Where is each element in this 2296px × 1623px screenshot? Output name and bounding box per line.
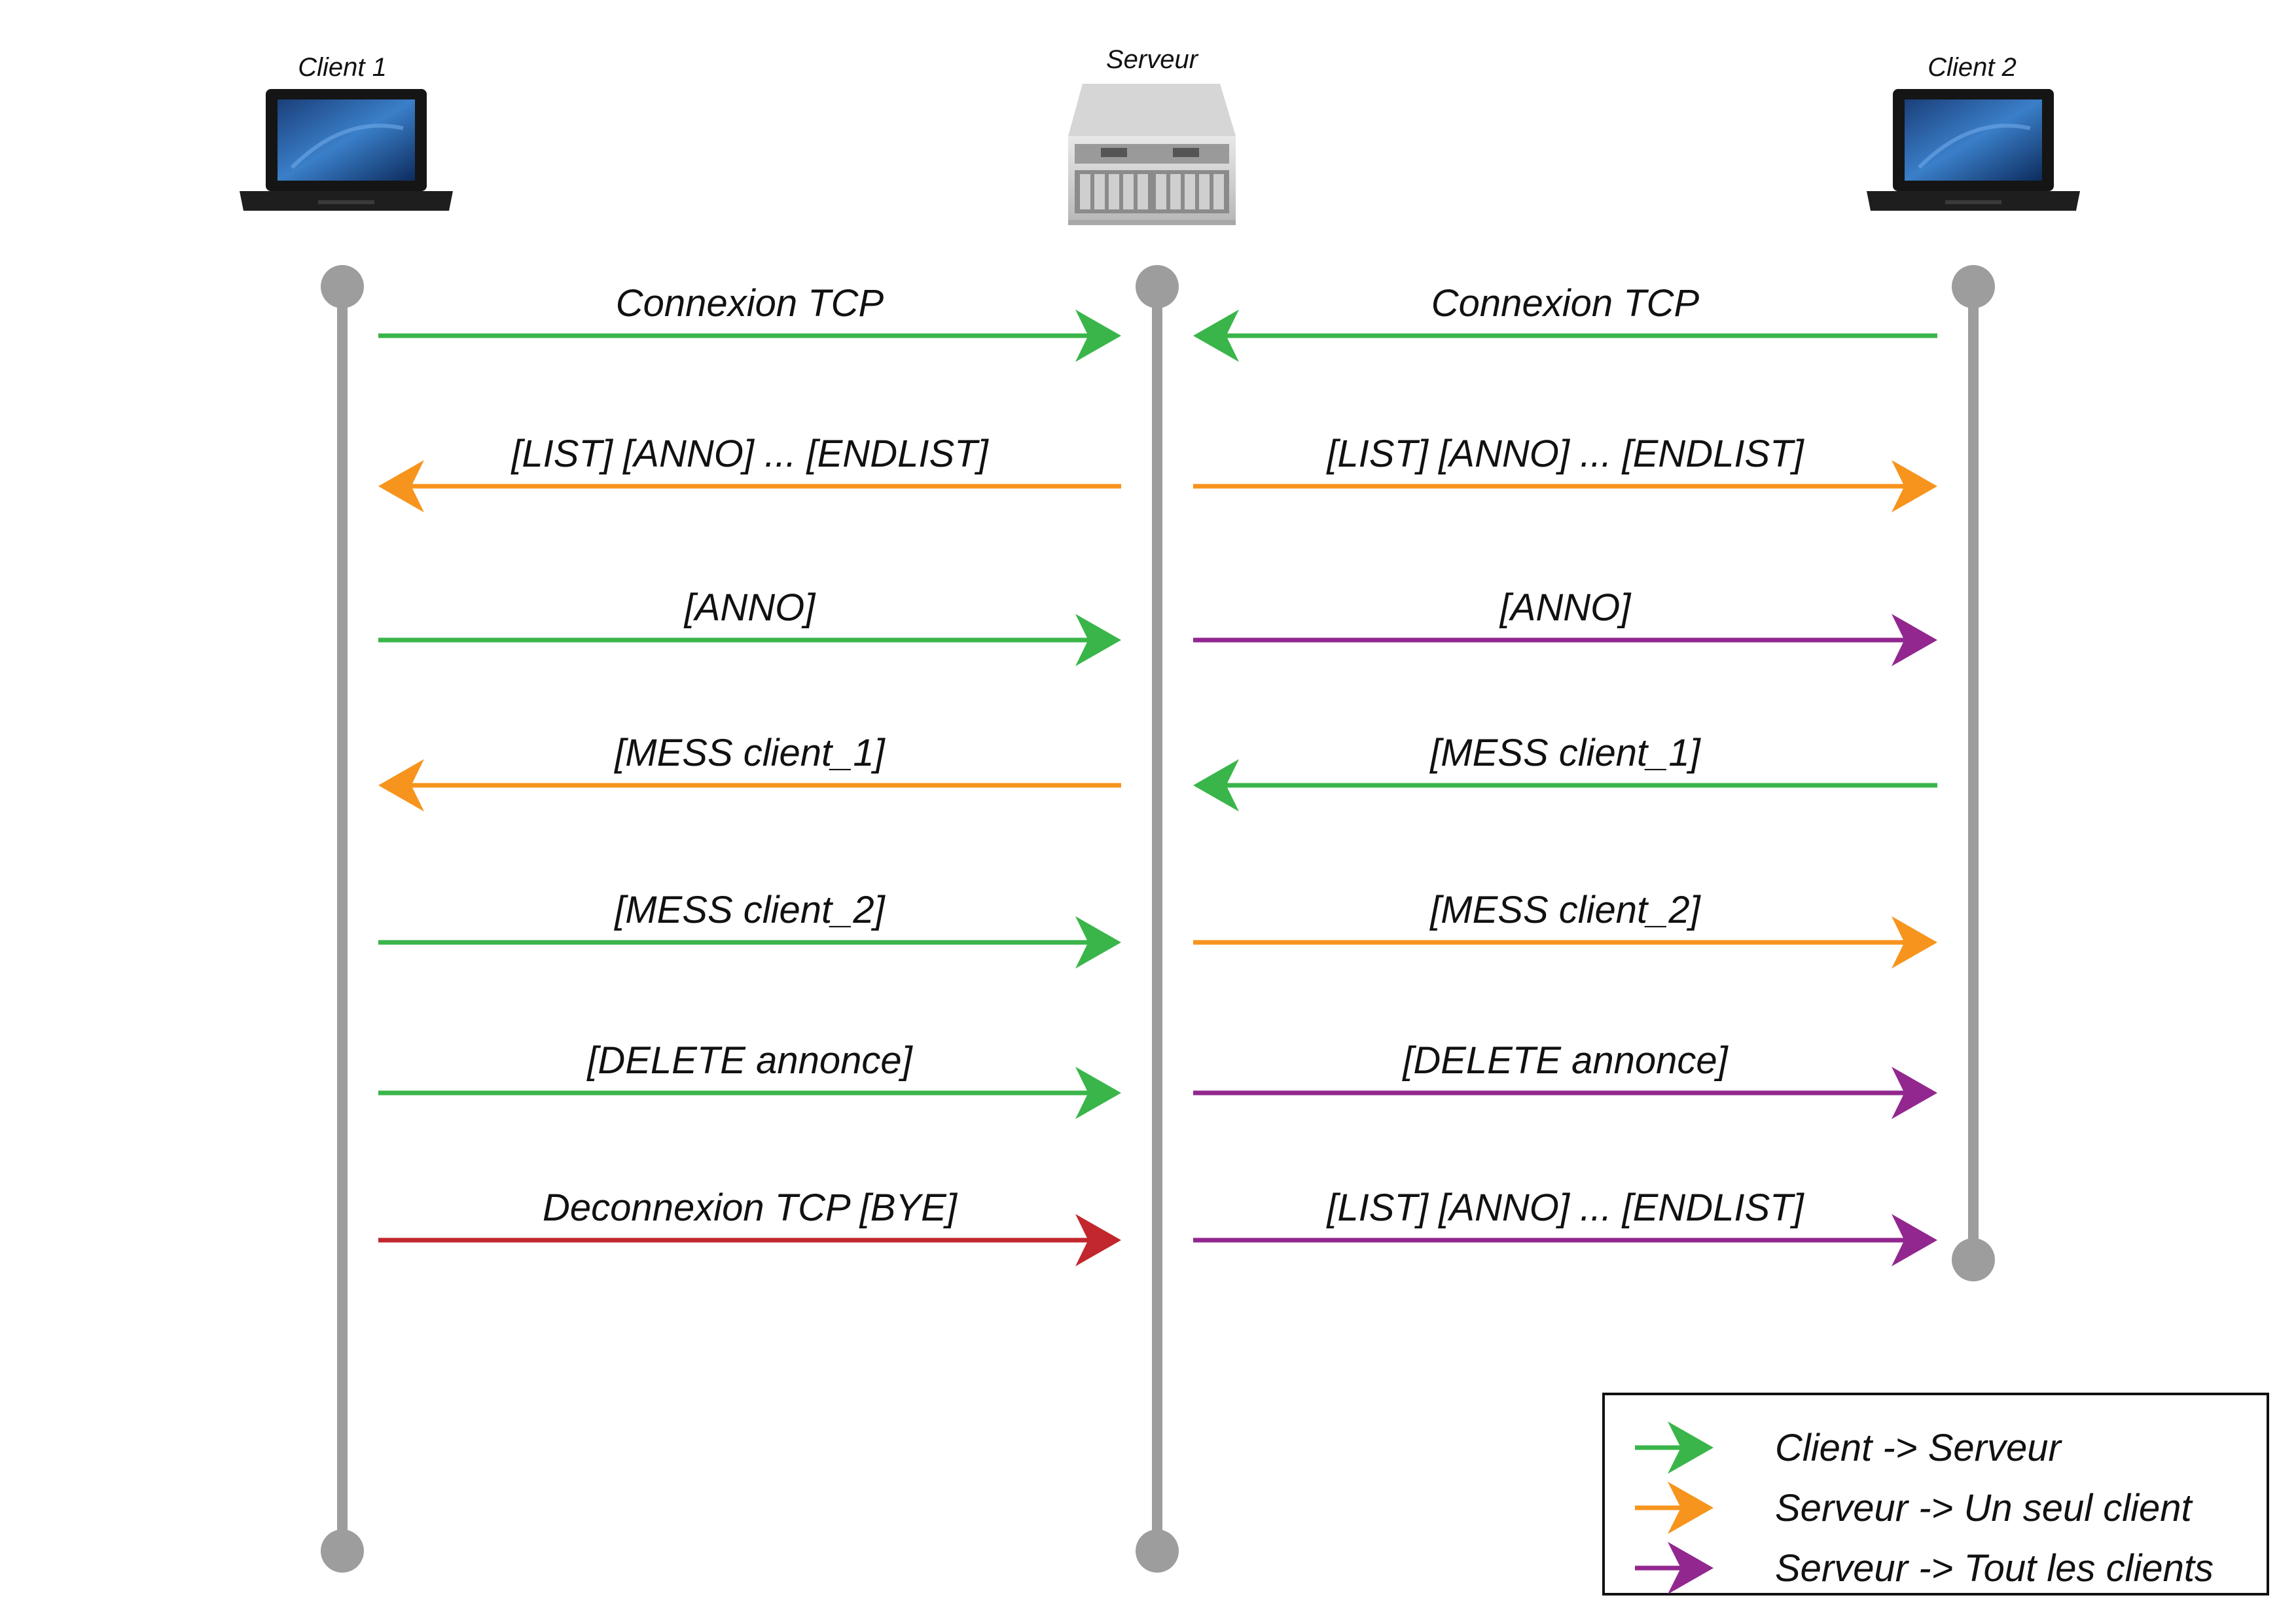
legend-item: Serveur -> Tout les clients xyxy=(1635,1542,2214,1594)
message-label: [LIST] [ANNO] ... [ENDLIST] xyxy=(1325,1186,1804,1229)
message-label: [MESS client_1] xyxy=(1429,732,1702,774)
legend-label: Serveur -> Un seul client xyxy=(1775,1487,2194,1529)
legend-item: Client -> Serveur xyxy=(1635,1421,2062,1474)
message-label: [LIST] [ANNO] ... [ENDLIST] xyxy=(510,433,989,475)
message-label: Deconnexion TCP [BYE] xyxy=(543,1186,958,1229)
message-arrow-head xyxy=(1892,460,1937,512)
client2-lifeline xyxy=(1952,265,1995,1281)
message-arrow-head xyxy=(1193,310,1239,362)
message-label: [MESS client_2] xyxy=(613,889,886,931)
client1-lifeline xyxy=(321,265,364,1573)
legend-label: Serveur -> Tout les clients xyxy=(1775,1547,2214,1590)
server-label: Serveur xyxy=(1106,45,1199,74)
client1-label: Client 1 xyxy=(298,53,387,82)
message-arrow-head xyxy=(1075,916,1121,969)
message-label: [ANNO] xyxy=(683,586,817,629)
message-arrow-head xyxy=(1075,1214,1121,1266)
message-arrow: [ANNO] xyxy=(1193,586,1937,666)
message-arrow-head xyxy=(1075,1067,1121,1119)
message-arrow-head xyxy=(1193,759,1239,812)
message-arrow: [MESS client_1] xyxy=(378,732,1121,812)
message-arrow: [ANNO] xyxy=(378,586,1121,666)
legend-arrow-head xyxy=(1668,1542,1713,1594)
laptop-icon xyxy=(240,89,453,211)
message-arrow-head xyxy=(1075,614,1121,666)
message-label: [MESS client_2] xyxy=(1429,889,1702,931)
server-lifeline xyxy=(1136,265,1179,1573)
lifeline-start-dot xyxy=(1136,265,1179,308)
message-arrow: Deconnexion TCP [BYE] xyxy=(378,1186,1121,1266)
lifeline-start-dot xyxy=(321,265,364,308)
message-label: [DELETE annonce] xyxy=(586,1039,913,1082)
message-arrow-head xyxy=(1892,1067,1937,1119)
legend-arrow-head xyxy=(1668,1482,1713,1534)
message-arrow-head xyxy=(1075,310,1121,362)
message-label: [LIST] [ANNO] ... [ENDLIST] xyxy=(1325,433,1804,475)
legend-item: Serveur -> Un seul client xyxy=(1635,1482,2194,1534)
message-arrow: [DELETE annonce] xyxy=(378,1039,1121,1119)
message-label: [ANNO] xyxy=(1499,586,1632,629)
message-arrow: Connexion TCP xyxy=(378,282,1121,362)
message-label: Connexion TCP xyxy=(1431,282,1700,325)
message-arrow: [MESS client_2] xyxy=(1193,889,1937,969)
message-label: [DELETE annonce] xyxy=(1401,1039,1729,1082)
message-arrow: [LIST] [ANNO] ... [ENDLIST] xyxy=(378,433,1121,512)
message-arrow-head xyxy=(1892,916,1937,969)
legend-box xyxy=(1602,1393,2269,1596)
message-arrow-head xyxy=(1892,1214,1937,1266)
server-icon xyxy=(1068,84,1236,225)
legend-label: Client -> Serveur xyxy=(1775,1427,2062,1469)
legend-arrow-head xyxy=(1668,1421,1713,1474)
message-arrow: [MESS client_2] xyxy=(378,889,1121,969)
message-arrow: [DELETE annonce] xyxy=(1193,1039,1937,1119)
lifeline-end-dot xyxy=(1952,1238,1995,1281)
message-group: Connexion TCP Connexion TCP [LIST] [ANNO] … xyxy=(378,282,1937,1266)
message-arrow-head xyxy=(378,759,424,812)
message-arrow: Connexion TCP xyxy=(1193,282,1937,362)
lifeline-start-dot xyxy=(1952,265,1995,308)
lifeline-end-dot xyxy=(321,1529,364,1573)
message-arrow-head xyxy=(1892,614,1937,666)
laptop-icon xyxy=(1867,89,2080,211)
message-arrow: [LIST] [ANNO] ... [ENDLIST] xyxy=(1193,433,1937,512)
message-arrow: [MESS client_1] xyxy=(1193,732,1937,812)
message-arrow: [LIST] [ANNO] ... [ENDLIST] xyxy=(1193,1186,1937,1266)
lifeline-end-dot xyxy=(1136,1529,1179,1573)
message-label: Connexion TCP xyxy=(616,282,884,325)
message-label: [MESS client_1] xyxy=(613,732,886,774)
message-arrow-head xyxy=(378,460,424,512)
client2-label: Client 2 xyxy=(1928,53,2017,82)
